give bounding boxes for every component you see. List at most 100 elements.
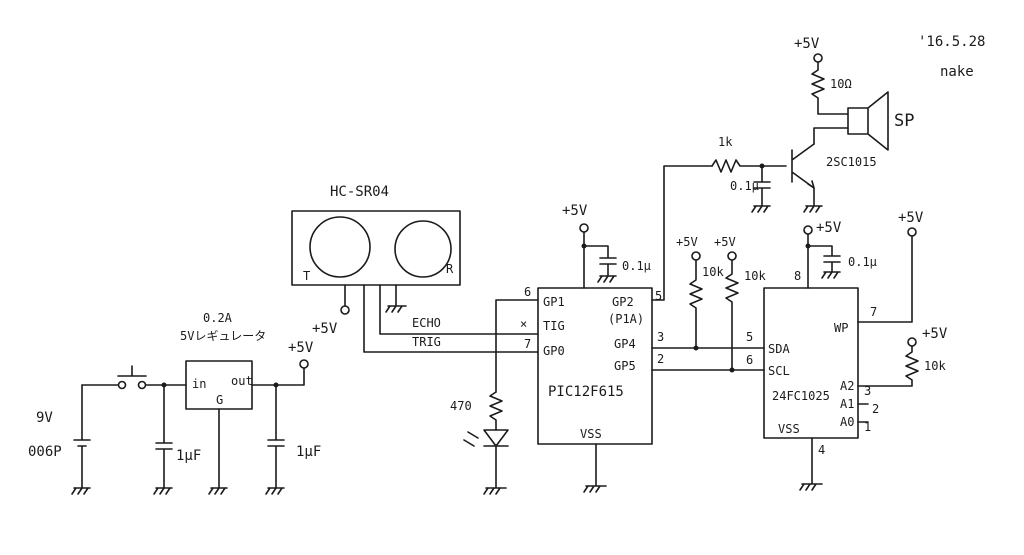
pic-gp5: GP5	[614, 359, 636, 373]
eeprom-pin-3: 3	[864, 384, 871, 398]
output-cap-value: 1μF	[296, 444, 321, 460]
regulator-gnd: G	[216, 393, 223, 407]
a2-pullup-resistor-icon	[857, 345, 919, 387]
regulator-ground-icon	[208, 408, 228, 495]
eeprom-wp: WP	[834, 321, 848, 335]
eeprom-plus5-label: +5V	[816, 220, 842, 236]
junction-dot	[581, 243, 587, 249]
pic-plus5-label: +5V	[562, 203, 588, 219]
echo-label: ECHO	[412, 316, 441, 330]
pullup-scl-plus5: +5V	[714, 235, 736, 249]
regulator-out: out	[231, 374, 253, 388]
push-switch-icon	[117, 365, 147, 377]
receiver-icon	[394, 220, 452, 278]
input-capacitor-icon	[153, 384, 173, 495]
speaker-plus5-label: +5V	[794, 36, 820, 52]
battery-icon	[71, 384, 91, 495]
sensor-r-label: R	[446, 262, 454, 276]
a2-pullup-value: 10k	[924, 359, 946, 373]
pic-pin-2: 2	[657, 352, 664, 366]
collector-wire	[813, 127, 849, 145]
trig-wire	[363, 284, 539, 353]
eeprom-pin-4: 4	[818, 443, 825, 457]
pullup-scl-value: 10k	[744, 269, 766, 283]
pic-vss: VSS	[580, 427, 602, 441]
reg-plus5-label: +5V	[288, 340, 314, 356]
base-resistor-value: 1k	[718, 135, 733, 149]
led-wire	[495, 299, 539, 393]
wp-wire	[857, 235, 913, 323]
pullup-sda-plus5: +5V	[676, 235, 698, 249]
pic-pin-6: 6	[524, 285, 531, 299]
date-note: '16.5.28	[918, 34, 985, 50]
pic-bypass-value: 0.1μ	[622, 259, 651, 273]
led-light-rays-icon	[463, 431, 479, 447]
junction-dot	[273, 382, 279, 388]
pic-gp2: GP2	[612, 295, 634, 309]
battery-voltage: 9V	[36, 410, 53, 426]
sensor-vcc-terminal	[340, 305, 350, 315]
junction-dot	[729, 367, 735, 373]
transistor-ground-icon	[803, 187, 823, 213]
input-cap-value: 1μF	[176, 448, 201, 464]
regulator-out-wire	[251, 367, 305, 386]
eeprom-pin-5: 5	[746, 330, 753, 344]
pic-gp4: GP4	[614, 337, 636, 351]
a2-plus5-terminal	[907, 337, 917, 347]
junction-dot	[161, 382, 167, 388]
eeprom-pin-6: 6	[746, 353, 753, 367]
eeprom-body	[763, 287, 859, 439]
sensor-ground-icon	[385, 284, 407, 313]
transistor-icon	[791, 143, 815, 189]
wp-plus5-terminal	[907, 227, 917, 237]
wp-plus5-label: +5V	[898, 210, 924, 226]
pullup-sda-resistor-icon	[689, 259, 703, 349]
pic-pin-nc: ×	[520, 317, 527, 331]
transistor-name: 2SC1015	[826, 155, 877, 169]
regulator-current: 0.2A	[203, 311, 233, 325]
switch-contact-left	[117, 380, 127, 390]
eeprom-ground-icon	[799, 437, 823, 491]
eeprom-name: 24FC1025	[772, 389, 830, 403]
led-resistor-icon	[489, 391, 503, 431]
pic-p1a: (P1A)	[608, 312, 644, 326]
a2-plus5-label: +5V	[922, 326, 948, 342]
pic-tig: TIG	[543, 319, 565, 333]
regulator-in: in	[192, 377, 206, 391]
eeprom-pin-7: 7	[870, 305, 877, 319]
pic-ground-icon	[583, 443, 607, 493]
pullup-scl-terminal	[727, 251, 737, 261]
pic-gp1: GP1	[543, 295, 565, 309]
trig-label: TRIG	[412, 335, 441, 349]
echo-wire	[379, 284, 539, 335]
pic-plus5-terminal	[579, 223, 589, 233]
regulator-name: 5Vレギュレータ	[180, 329, 266, 343]
junction-dot	[805, 243, 811, 249]
led-resistor-value: 470	[450, 399, 472, 413]
speaker-resistor-icon	[811, 61, 849, 115]
a1-a0-stubs	[857, 403, 869, 423]
switch-contact-right	[137, 380, 147, 390]
speaker-plus5-terminal	[813, 53, 823, 63]
eeprom-pin-1: 1	[864, 420, 871, 434]
eeprom-pin-8: 8	[794, 269, 801, 283]
pullup-scl-resistor-icon	[725, 259, 739, 371]
eeprom-a1: A1	[840, 397, 854, 411]
base-capacitor-value: 0.1μ	[730, 179, 759, 193]
eeprom-pin-2: 2	[872, 402, 879, 416]
eeprom-a0: A0	[840, 415, 854, 429]
eeprom-plus5-terminal	[803, 225, 813, 235]
sensor-t-label: T	[303, 269, 310, 283]
pullup-sda-value: 10k	[702, 265, 724, 279]
base-capacitor-icon	[751, 165, 771, 213]
speaker-resistor-value: 10Ω	[830, 77, 852, 91]
speaker-icon	[847, 91, 889, 151]
eeprom-scl: SCL	[768, 364, 790, 378]
speaker-label: SP	[894, 111, 914, 131]
sensor-body	[291, 210, 461, 286]
base-resistor-icon	[711, 159, 787, 173]
sensor-title: HC-SR04	[330, 184, 389, 200]
sensor-plus5-label: +5V	[312, 321, 338, 337]
pic-pin-5: 5	[655, 289, 662, 303]
